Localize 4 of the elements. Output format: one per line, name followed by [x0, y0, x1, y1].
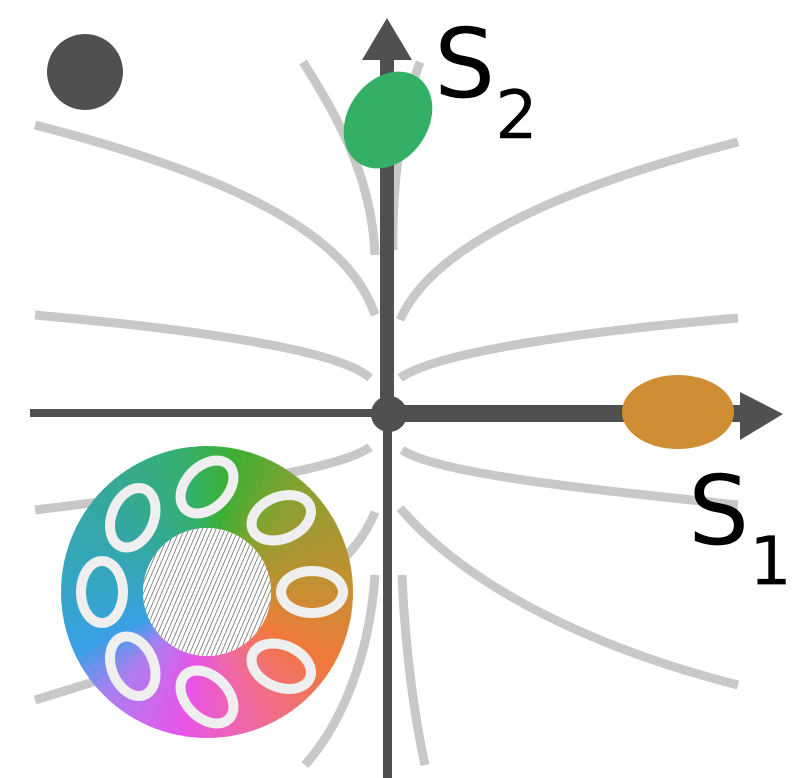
axis-label: S$_{2}$ — [440, 26, 532, 138]
axis-label: S$_{1}$ — [694, 472, 786, 584]
polarization-ellipse — [622, 375, 734, 449]
filled-circle — [47, 34, 123, 110]
